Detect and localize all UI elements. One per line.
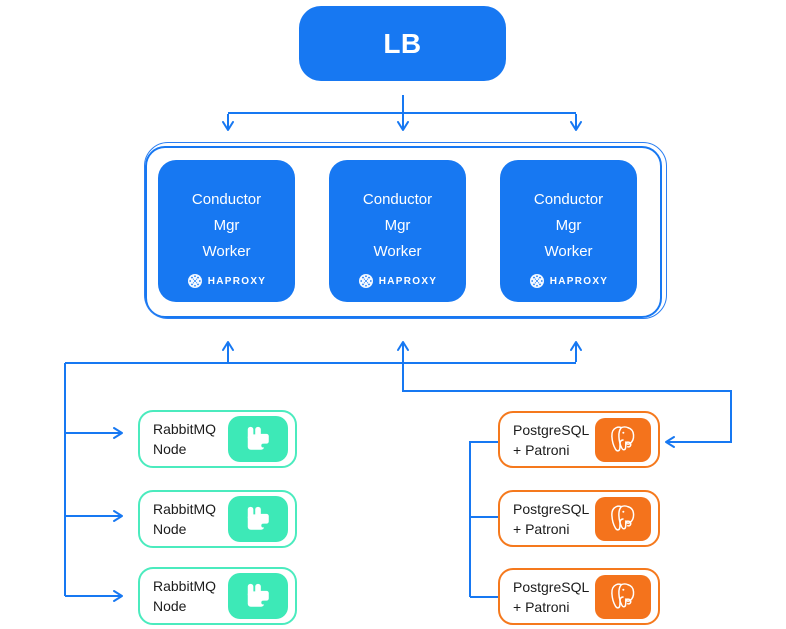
haproxy-globe-icon <box>187 274 202 288</box>
rabbitmq-node-label: RabbitMQ Node <box>153 501 217 537</box>
postgresql-elephant-icon <box>595 496 651 541</box>
line-postgres-trunk <box>469 441 498 597</box>
lb-node: LB <box>299 6 506 81</box>
worker-node-3: Conductor Mgr Worker HAPROXY <box>500 160 637 302</box>
postgresql-elephant-icon <box>595 574 651 619</box>
postgresql-node-1: PostgreSQL + Patroni <box>498 411 660 468</box>
postgresql-elephant-icon <box>595 417 651 462</box>
haproxy-logo: HAPROXY <box>529 273 609 289</box>
worker-node-1: Conductor Mgr Worker HAPROXY <box>158 160 295 302</box>
rabbitmq-node-3: RabbitMQ Node <box>138 567 297 625</box>
worker-node-label: Conductor Mgr Worker <box>362 191 433 260</box>
postgresql-node-label: PostgreSQL + Patroni <box>513 421 590 458</box>
rabbitmq-node-1: RabbitMQ Node <box>138 410 297 468</box>
rabbitmq-node-label: RabbitMQ Node <box>153 421 217 457</box>
haproxy-globe-icon <box>529 274 544 288</box>
rabbitmq-node-label: RabbitMQ Node <box>153 578 217 614</box>
haproxy-label: HAPROXY <box>378 275 438 287</box>
worker-node-label: Conductor Mgr Worker <box>533 191 604 260</box>
haproxy-label: HAPROXY <box>549 275 609 287</box>
postgresql-node-label: PostgreSQL + Patroni <box>513 578 590 615</box>
worker-node-2: Conductor Mgr Worker HAPROXY <box>329 160 466 302</box>
postgresql-node-3: PostgreSQL + Patroni <box>498 568 660 625</box>
rabbitmq-icon <box>228 416 288 462</box>
haproxy-globe-icon <box>358 274 373 288</box>
lb-label: LB <box>383 27 422 59</box>
worker-node-label: Conductor Mgr Worker <box>191 191 262 260</box>
haproxy-logo: HAPROXY <box>187 273 267 289</box>
rabbitmq-icon <box>228 573 288 619</box>
haproxy-logo: HAPROXY <box>358 273 438 289</box>
arrow-to-postgres-1 <box>402 363 732 448</box>
postgresql-node-label: PostgreSQL + Patroni <box>513 500 590 537</box>
rabbitmq-node-2: RabbitMQ Node <box>138 490 297 548</box>
postgresql-node-2: PostgreSQL + Patroni <box>498 490 660 547</box>
rabbitmq-icon <box>228 496 288 542</box>
haproxy-label: HAPROXY <box>207 275 267 287</box>
